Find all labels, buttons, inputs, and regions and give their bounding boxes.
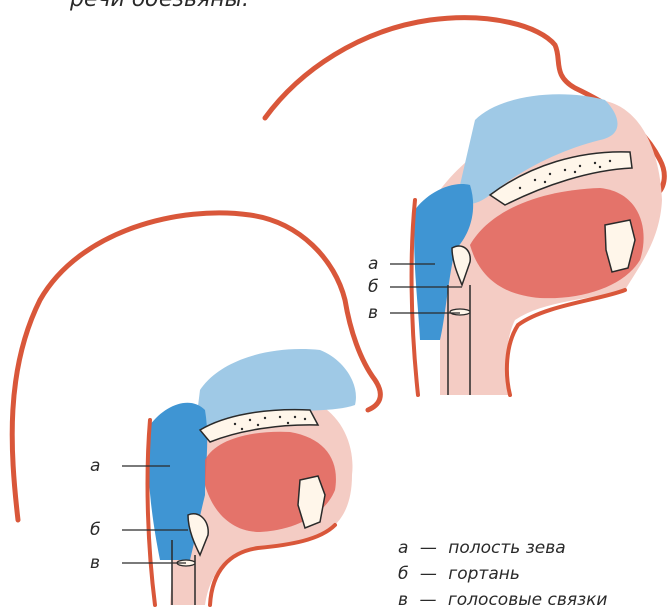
legend-item-v: в — голосовые связки [398,590,607,610]
bottom-label-a: а [90,456,100,476]
legend-letter-b: б [398,564,408,584]
legend-text-v: голосовые связки [448,590,608,610]
top-head-figure: а б в [265,18,664,395]
bottom-label-b: б [90,520,100,540]
legend-dash-v: — [419,590,436,610]
bottom-jaw-bone [298,476,325,528]
legend-dash-b: — [420,564,437,584]
legend-letter-a: а [398,538,408,558]
legend-text-b: гортань [448,564,520,584]
top-vocal-cords [450,309,470,315]
caption-fragment: речи обезьяны. [69,0,249,12]
bottom-head-figure: а б в [12,213,380,605]
top-label-v: в [368,303,378,323]
legend: а — полость зева б — гортань в — голосов… [398,538,607,610]
bottom-label-v: в [90,553,100,573]
legend-item-b: б — гортань [398,564,520,584]
legend-letter-v: в [398,590,408,610]
top-label-b: б [368,277,378,297]
legend-text-a: полость зева [448,538,565,558]
legend-dash-a: — [420,538,437,558]
top-label-a: а [368,254,378,274]
legend-item-a: а — полость зева [398,538,566,558]
